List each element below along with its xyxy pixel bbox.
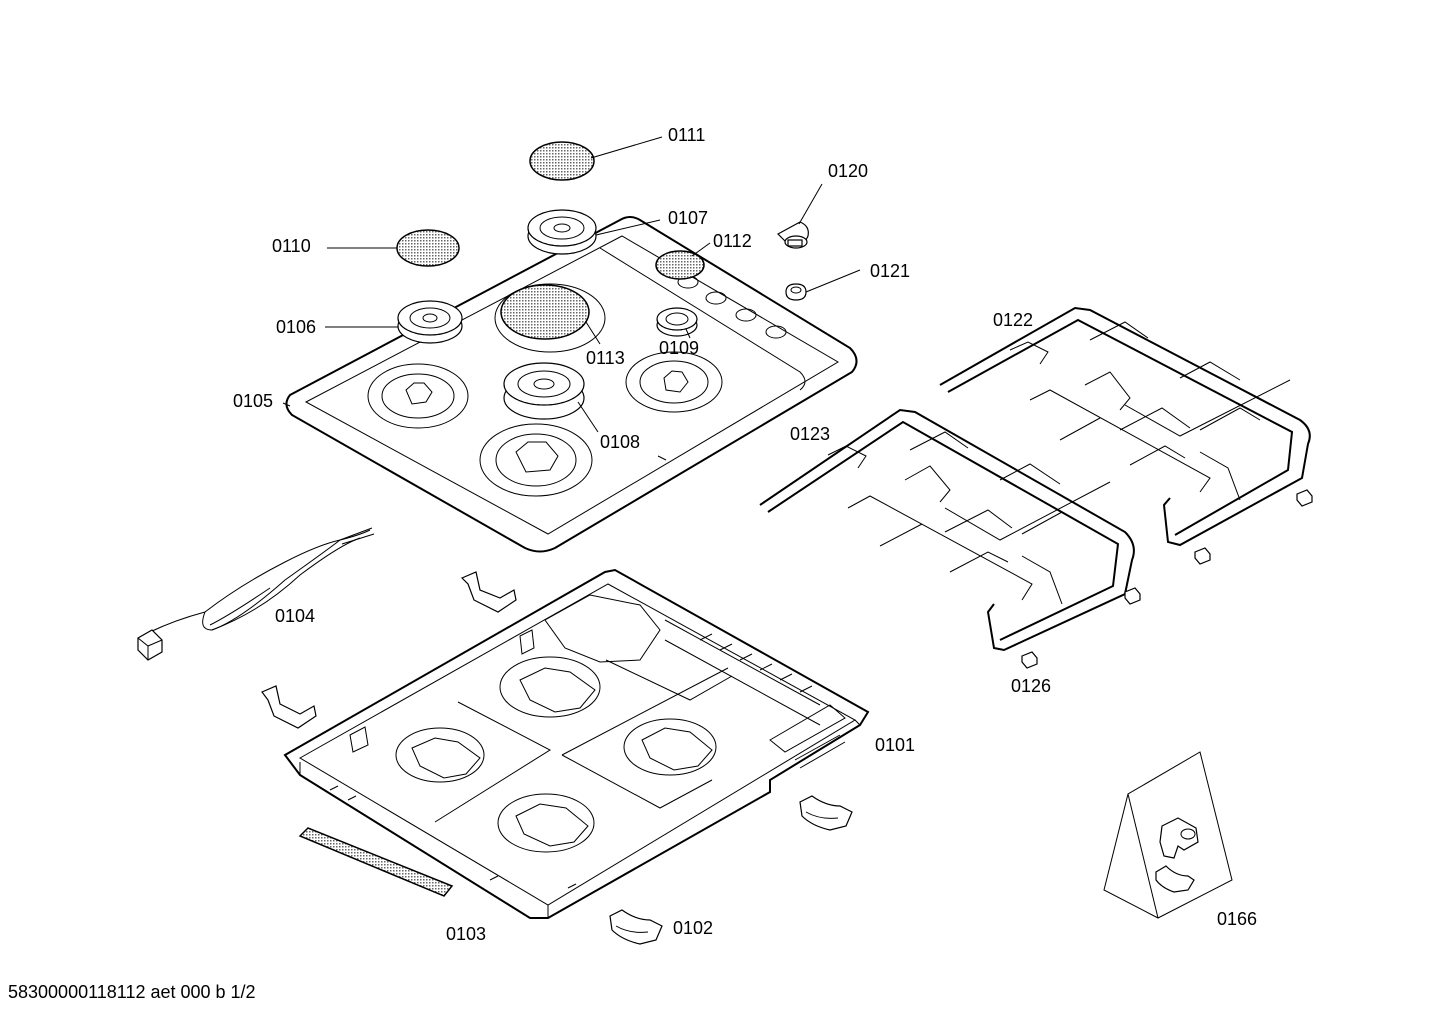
burner-head-0107	[527, 209, 597, 255]
part-label-0121: 0121	[870, 261, 911, 281]
burner-cap-0111	[529, 141, 595, 181]
control-knob	[777, 221, 809, 301]
drawing-reference: 58300000118112 aet 000 b 1/2	[8, 982, 256, 1002]
part-label-0102: 0102	[673, 918, 714, 938]
part-label-0126: 0126	[1011, 676, 1052, 696]
part-label-0106: 0106	[276, 317, 317, 337]
part-label-0112: 0112	[713, 231, 752, 251]
seal-strip	[298, 827, 454, 897]
part-label-0109: 0109	[659, 338, 700, 358]
clamps	[261, 571, 853, 945]
part-label-0122: 0122	[993, 310, 1034, 330]
part-label-0104: 0104	[275, 606, 316, 626]
pan-support-left	[759, 408, 1135, 652]
part-label-0108: 0108	[600, 432, 641, 452]
leader-lines	[282, 136, 861, 433]
part-label-0113: 0113	[586, 348, 625, 368]
burner-head-0106	[397, 300, 463, 344]
part-label-0107: 0107	[668, 208, 709, 228]
part-label-0111: 0111	[668, 125, 706, 145]
burner-cap-0112	[655, 250, 705, 280]
part-label-0110: 0110	[272, 236, 311, 256]
part-label-0105: 0105	[233, 391, 274, 411]
part-label-0123: 0123	[790, 424, 831, 444]
part-label-0103: 0103	[446, 924, 487, 944]
base-tray	[283, 568, 870, 919]
part-label-0101: 0101	[875, 735, 916, 755]
burner-cap-0110	[396, 229, 460, 267]
burner-head-0109	[656, 307, 698, 337]
pan-support-right	[939, 306, 1311, 547]
burner-cap-0113	[500, 284, 590, 340]
power-cable	[137, 527, 375, 661]
part-label-0120: 0120	[828, 161, 869, 181]
rubber-feet	[1021, 489, 1313, 669]
fittings-bag	[1103, 751, 1233, 919]
part-label-0166: 0166	[1217, 909, 1258, 929]
burner-head-0108	[503, 362, 585, 420]
